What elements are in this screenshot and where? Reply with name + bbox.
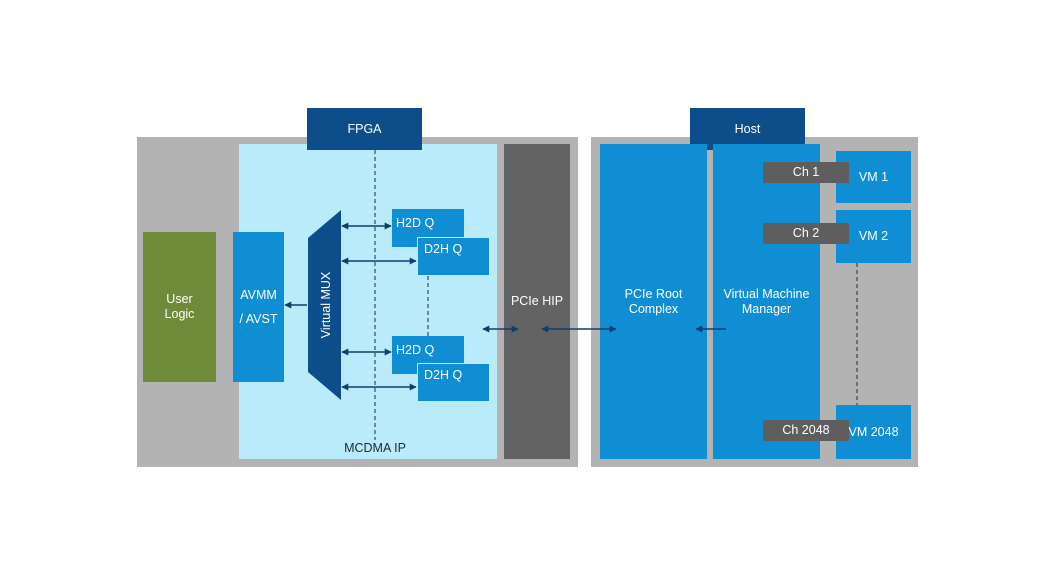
pcie-hip-block: PCIe HIP	[504, 144, 570, 459]
channel-2048: Ch 2048	[763, 420, 849, 441]
fpga-title: FPGA	[307, 108, 422, 150]
pcie-root-complex-block: PCIe Root Complex	[600, 144, 707, 459]
user-logic-block: User Logic	[143, 232, 216, 382]
d2h-queue-2: D2H Q	[417, 363, 489, 401]
host-title: Host	[690, 108, 805, 150]
channel-2: Ch 2	[763, 223, 849, 244]
d2h-queue-1: D2H Q	[417, 237, 489, 275]
channel-1: Ch 1	[763, 162, 849, 183]
avmm-avst-block: AVMM / AVST	[233, 232, 284, 382]
virtual-machine-manager-block: Virtual Machine Manager	[713, 144, 820, 459]
mcdma-ip-label: MCDMA IP	[344, 441, 406, 455]
